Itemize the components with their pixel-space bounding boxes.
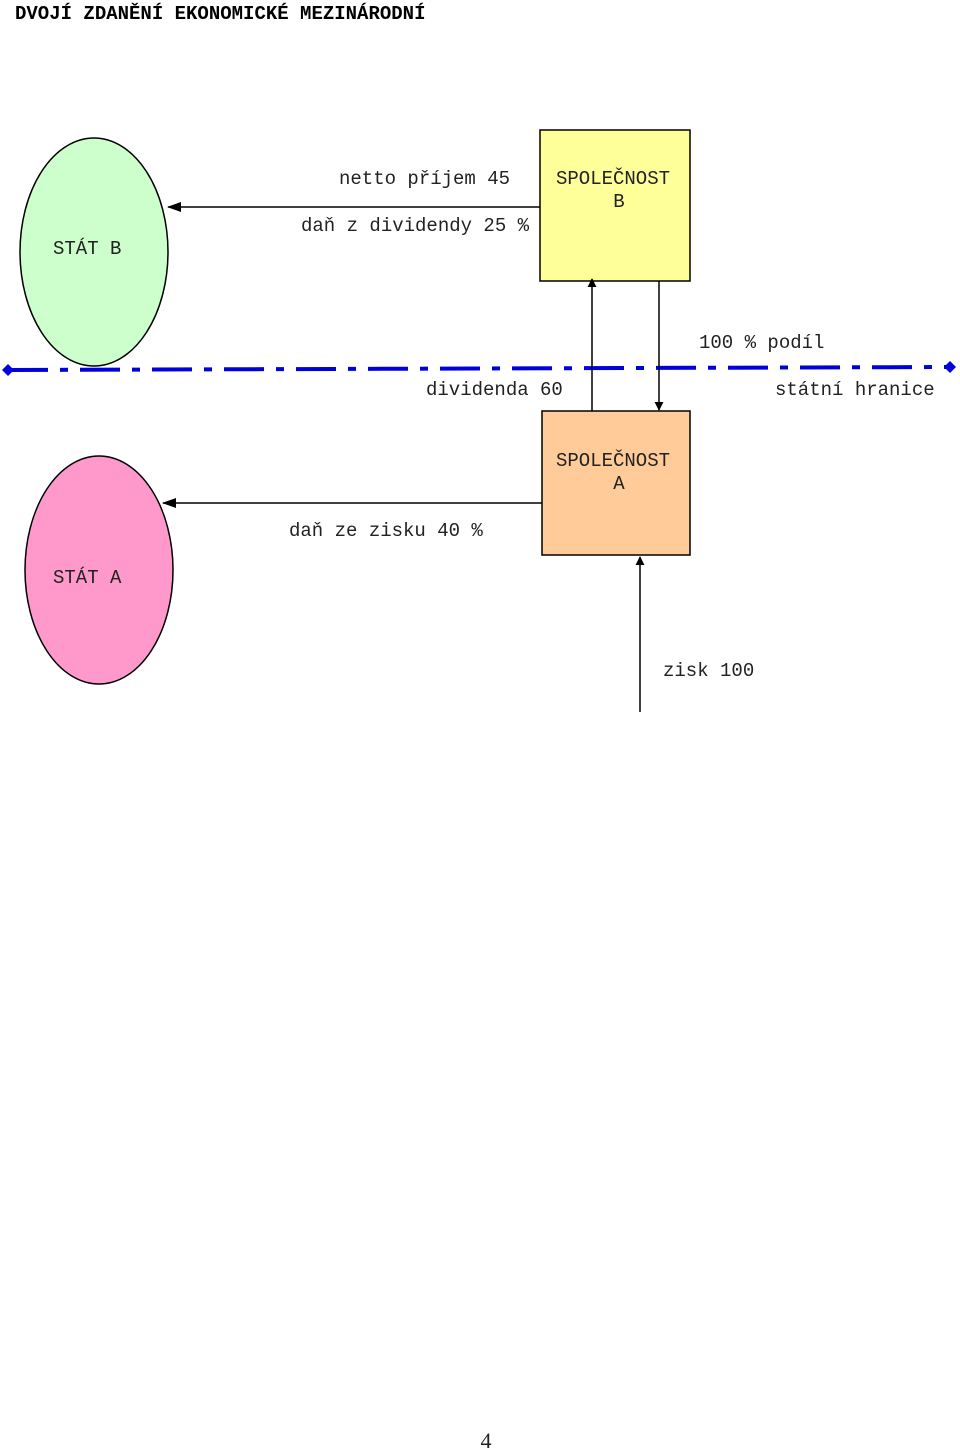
state-a-label: STÁT A [53, 567, 122, 589]
profit-tax-label: daň ze zisku 40 % [289, 520, 483, 542]
company-a-label-line2: A [613, 473, 625, 495]
state-border-line [2, 361, 956, 376]
company-a-label-line1: SPOLEČNOST [556, 450, 670, 472]
page-title: DVOJÍ ZDANĚNÍ EKONOMICKÉ MEZINÁRODNÍ [15, 3, 425, 25]
company-b-label-line1: SPOLEČNOST [556, 168, 670, 190]
page-number: 4 [481, 1428, 492, 1449]
company-b-label-line2: B [613, 191, 624, 213]
dividend-label: dividenda 60 [426, 379, 563, 401]
state-border-label: státní hranice [775, 379, 935, 401]
company-b-box [539, 129, 691, 282]
state-b-label: STÁT B [53, 238, 121, 260]
share-label: 100 % podíl [699, 332, 824, 354]
state-a-ellipse [24, 455, 174, 685]
net-income-label: netto příjem 45 [339, 168, 510, 190]
company-a-box [541, 410, 691, 556]
profit-label: zisk 100 [663, 660, 754, 682]
dividend-tax-label: daň z dividendy 25 % [301, 215, 530, 237]
